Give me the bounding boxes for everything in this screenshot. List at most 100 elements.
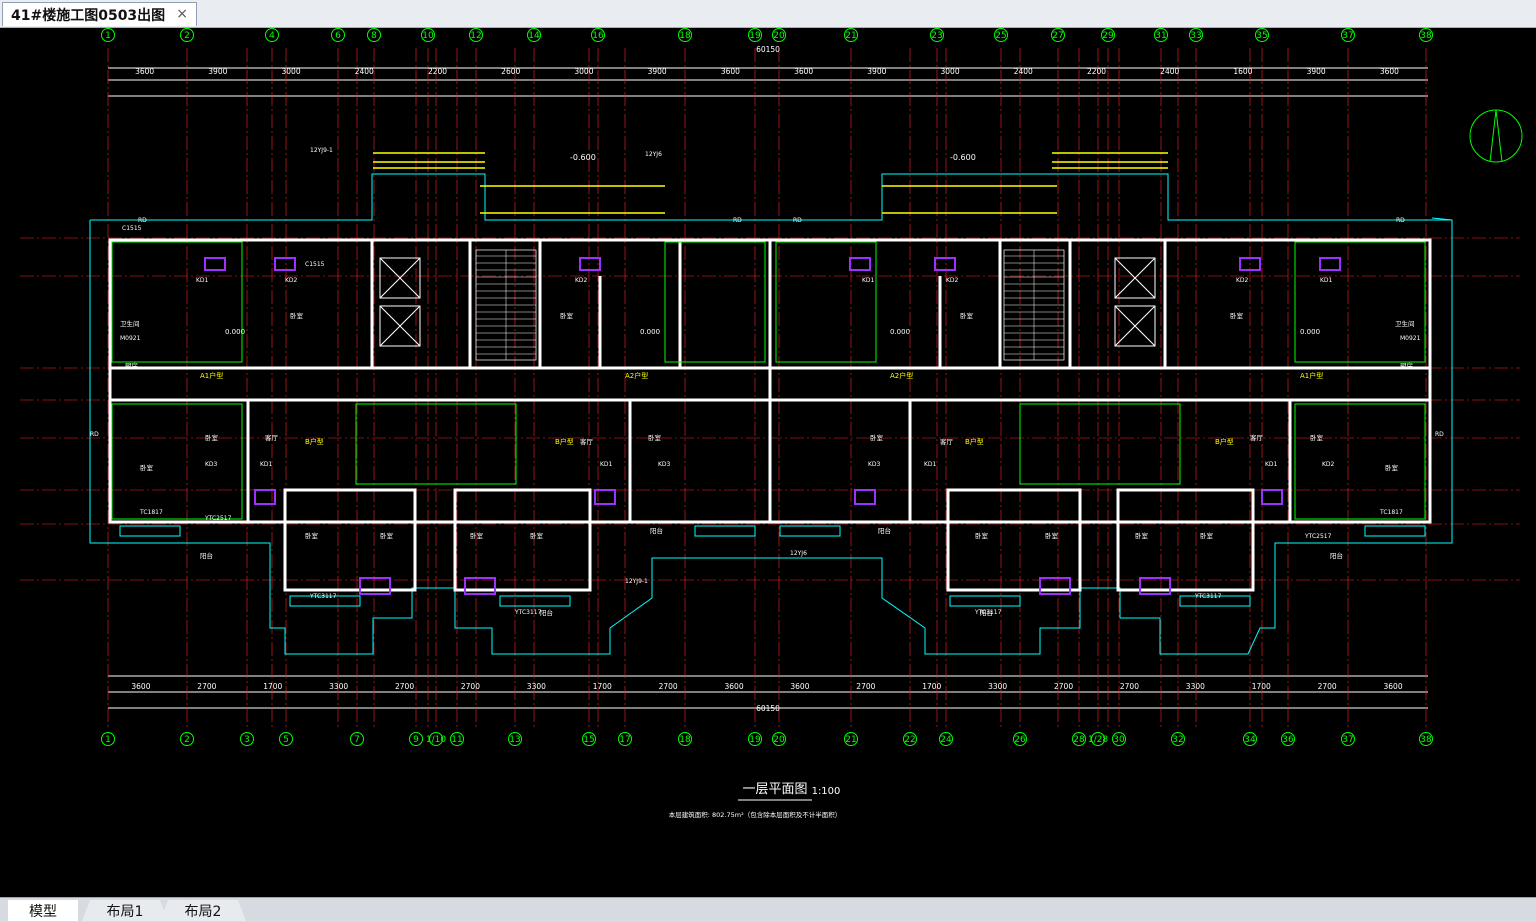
- unit-a1-left: A1户型: [200, 371, 223, 380]
- grid-label-top: 23: [931, 31, 942, 41]
- dimension-text: 2700: [856, 682, 875, 691]
- grid-bubble-bottom: [350, 732, 364, 746]
- close-tab-icon[interactable]: ×: [176, 6, 188, 22]
- grid-bubble-bottom: [844, 732, 858, 746]
- room-balcony: 阳台: [540, 608, 553, 617]
- grid-label-top: 38: [1420, 31, 1432, 41]
- grid-bubble-bottom: [678, 732, 692, 746]
- grid-bubble-bottom: [240, 732, 254, 746]
- grid-label-top: 6: [335, 31, 341, 41]
- grid-bubble-top: [844, 28, 858, 42]
- tag-kd1: KD1: [196, 277, 209, 284]
- room-bedroom: 卧室: [380, 531, 394, 540]
- grid-bubble-bottom: [1419, 732, 1433, 746]
- window-c1515: C1515: [122, 225, 142, 232]
- dimension-text: 2700: [659, 682, 678, 691]
- grid-bubble-bottom: [409, 732, 423, 746]
- grid-label-bottom: 22: [904, 735, 915, 745]
- grid-label-top: 37: [1342, 31, 1353, 41]
- dimension-text: 3600: [131, 682, 150, 691]
- room-bedroom: 卧室: [960, 311, 974, 320]
- grid-bubble-top: [1341, 28, 1355, 42]
- grid-bubble-bottom: [1281, 732, 1295, 746]
- grid-label-bottom: 32: [1172, 735, 1183, 745]
- room-bedroom: 卧室: [1385, 463, 1399, 472]
- dimension-text: 3600: [790, 682, 809, 691]
- room-living: 客厅: [580, 437, 594, 446]
- grid-label-top: 10: [422, 31, 434, 41]
- grid-bubble-top: [1154, 28, 1168, 42]
- grid-label-bottom: 18: [679, 735, 691, 745]
- grid-bubble-bottom: [180, 732, 194, 746]
- grid-label-top: 8: [371, 31, 377, 41]
- room-bedroom: 卧室: [975, 531, 989, 540]
- detail-ref-12yj9-1: 12YJ9-1: [625, 578, 648, 585]
- dimension-text: 2700: [1054, 682, 1073, 691]
- window-tc1817: TC1817: [1379, 509, 1403, 516]
- tab-model[interactable]: 模型: [8, 900, 78, 921]
- room-bath: 卫生间: [120, 319, 140, 328]
- dimension-text: 3300: [329, 682, 348, 691]
- room-bedroom: 卧室: [470, 531, 484, 540]
- tag-kd3: KD3: [868, 461, 881, 468]
- room-bedroom: 卧室: [648, 433, 662, 442]
- grid-label-top: 1: [105, 31, 111, 41]
- grid-label-bottom: 38: [1420, 735, 1432, 745]
- grid-bubble-top: [678, 28, 692, 42]
- grid-bubble-bottom: [508, 732, 522, 746]
- layout-tab-bar: 模型 布局1 布局2: [0, 897, 1536, 922]
- grid-label-bottom: 1/10: [426, 735, 446, 745]
- grid-bubble-top: [180, 28, 194, 42]
- dimension-text: 3600: [725, 682, 744, 691]
- document-tab[interactable]: 41#楼施工图0503出图 ×: [2, 2, 197, 26]
- grid-label-top: 31: [1155, 31, 1166, 41]
- tab-layout1[interactable]: 布局1: [82, 900, 168, 921]
- grid-bubble-bottom: [279, 732, 293, 746]
- detail-ref-12yj6: 12YJ6: [790, 550, 807, 557]
- grid-bubble-bottom: [772, 732, 786, 746]
- dimension-text: 3600: [1380, 67, 1399, 76]
- dimension-text: 3000: [282, 67, 301, 76]
- grid-bubble-top: [748, 28, 762, 42]
- grid-bubble-top: [421, 28, 435, 42]
- grid-label-top: 16: [592, 31, 604, 41]
- grid-bubble-bottom: [1243, 732, 1257, 746]
- tag-rd: RD: [90, 431, 99, 438]
- dimension-text: 3600: [721, 67, 740, 76]
- dimension-text: 3600: [1384, 682, 1403, 691]
- tab-layout2[interactable]: 布局2: [160, 900, 246, 921]
- dimension-text: 2600: [501, 67, 520, 76]
- dimension-text: 3900: [208, 67, 227, 76]
- total-dimension-top: 60150: [756, 45, 780, 54]
- grid-bubble-top: [1051, 28, 1065, 42]
- grid-bubble-bottom: [429, 732, 443, 746]
- dimension-text: 2400: [1014, 67, 1033, 76]
- grid-label-bottom: 13: [509, 735, 520, 745]
- total-dimension-bottom: 60150: [756, 704, 780, 713]
- grid-bubble-bottom: [1341, 732, 1355, 746]
- window-c1515: C1515: [305, 261, 325, 268]
- tag-kd2: KD2: [1322, 461, 1335, 468]
- window-tc1817: TC1817: [139, 509, 163, 516]
- dimension-text: 1600: [1233, 67, 1252, 76]
- grid-label-top: 27: [1052, 31, 1063, 41]
- grid-label-bottom: 24: [940, 735, 952, 745]
- tag-rd: RD: [733, 217, 742, 224]
- unit-a2-left: A2户型: [625, 371, 648, 380]
- grid-label-top: 25: [995, 31, 1006, 41]
- grid-bubble-bottom: [1072, 732, 1086, 746]
- room-bedroom: 卧室: [1200, 531, 1214, 540]
- door-m0921: M0921: [1400, 335, 1421, 342]
- tag-kd2: KD2: [1236, 277, 1249, 284]
- dimension-text: 3900: [648, 67, 667, 76]
- room-bedroom: 卧室: [530, 531, 544, 540]
- grid-bubble-top: [469, 28, 483, 42]
- dimension-text: 3300: [988, 682, 1007, 691]
- grid-label-bottom: 30: [1113, 735, 1125, 745]
- grid-bubble-bottom: [939, 732, 953, 746]
- unit-b-4: B户型: [1215, 437, 1234, 446]
- tag-rd: RD: [1435, 431, 1444, 438]
- grid-label-bottom: 36: [1282, 735, 1294, 745]
- tag-kd1: KD1: [1265, 461, 1278, 468]
